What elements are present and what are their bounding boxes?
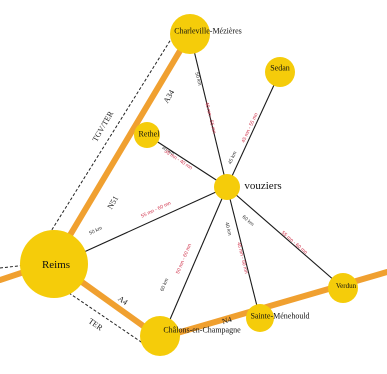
rail-tgv-ter [37, 27, 179, 253]
city-marker-sainte-menehould [246, 304, 274, 332]
city-marker-rethel [134, 122, 160, 148]
city-marker-reims [20, 230, 88, 298]
city-marker-chalons [140, 316, 180, 356]
city-label-rethel: Rethel [138, 129, 160, 139]
link-sedan [226, 71, 281, 188]
city-marker-charleville [170, 14, 210, 54]
rail-lines [0, 27, 179, 349]
highway-a34 [51, 31, 193, 265]
city-label-verdun: Verdun [335, 282, 357, 290]
city-label-vouziers: vouziers [244, 180, 282, 192]
city-marker-vouziers [214, 174, 240, 200]
link-menehould [226, 186, 261, 319]
city-marker-sedan [265, 57, 295, 87]
city-label-sainte-menehould: Sainte-Ménehould [250, 311, 310, 321]
link-chalons [161, 186, 228, 339]
link-reims [61, 186, 228, 263]
city-label-chalons: Châlons-en-Champagne [163, 325, 241, 335]
city-label-reims: Reims [41, 259, 71, 271]
city-marker-verdun [328, 273, 358, 303]
link-verdun [226, 186, 344, 289]
city-markers [20, 14, 358, 356]
city-label-charleville: Charleville-Mézières [174, 26, 242, 36]
vouziers-links [61, 33, 344, 339]
city-label-sedan: Sedan [270, 63, 290, 73]
link-rethel [146, 134, 228, 188]
link-charleville [189, 33, 228, 188]
